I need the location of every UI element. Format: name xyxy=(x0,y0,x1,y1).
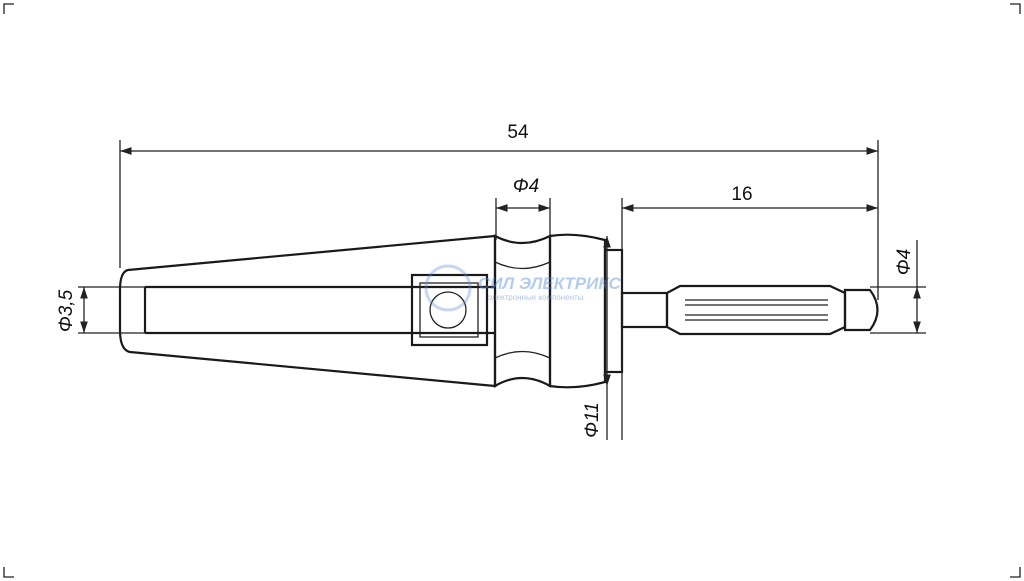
dim-label-collar: Φ4 xyxy=(513,176,539,197)
dim-hole-diameter: Φ3,5 xyxy=(56,286,145,334)
watermark: СИЛ ЭЛЕКТРИКС электронные компоненты xyxy=(424,264,622,312)
corner-marks xyxy=(3,3,1021,578)
dim-pin-length: 16 xyxy=(621,184,878,440)
dim-label-16: 16 xyxy=(731,184,752,205)
dim-label-54: 54 xyxy=(507,122,529,143)
insulating-sleeve xyxy=(118,234,497,388)
dim-flange-diameter: Φ11 xyxy=(582,236,611,440)
dim-pin-diameter: Φ4 xyxy=(870,240,926,334)
collar xyxy=(493,234,552,388)
dim-label-flange: Φ11 xyxy=(582,402,603,438)
svg-text:электронные компоненты: электронные компоненты xyxy=(488,293,584,302)
dim-collar-diameter: Φ4 xyxy=(495,176,551,240)
flange xyxy=(548,233,624,389)
contact-pin xyxy=(620,284,879,336)
svg-text:СИЛ ЭЛЕКТРИКС: СИЛ ЭЛЕКТРИКС xyxy=(478,274,622,293)
dim-overall-length: 54 xyxy=(119,122,879,300)
dim-label-pin: Φ4 xyxy=(894,249,915,275)
dim-label-hole: Φ3,5 xyxy=(56,289,77,332)
